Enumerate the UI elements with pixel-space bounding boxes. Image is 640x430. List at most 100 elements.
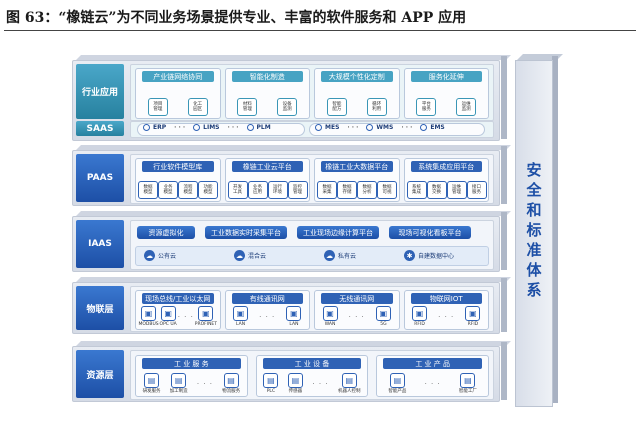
saas-item-icon bbox=[143, 124, 150, 131]
component-label: LAN bbox=[236, 322, 246, 327]
cloud-icon: ☁ bbox=[324, 250, 335, 261]
component-label: 接口 服务 bbox=[472, 185, 481, 195]
layer-label-saas: SAAS bbox=[76, 121, 124, 136]
paas-panel: 行业软件模型库数据 模型业务 模型流程 模型功能 模型橡链工业云平台开发 工具业… bbox=[130, 154, 494, 204]
component-group: 橡链工业云平台开发 工具业务 应用运行 环境监控 管理 bbox=[224, 158, 310, 202]
component-label: 数据 可视 bbox=[382, 185, 392, 195]
component-item: 循环 利用 bbox=[366, 98, 387, 116]
component-label: RFID bbox=[467, 322, 479, 327]
layer-label-industry: 行业应用 bbox=[76, 64, 124, 119]
component-item: ▤PLC bbox=[263, 373, 279, 394]
component-item: ▣LAN bbox=[233, 306, 249, 327]
group-title: 橡链工业云平台 bbox=[231, 161, 303, 172]
component-icon: 循环 利用 bbox=[366, 98, 387, 116]
ellipsis-dots: · · · bbox=[348, 312, 365, 321]
component-label: 运维 监测 bbox=[461, 102, 471, 112]
component-label: 智能产品 bbox=[388, 389, 407, 394]
component-icon: 监控 管理 bbox=[287, 181, 308, 199]
component-icon: 数据 采集 bbox=[317, 181, 337, 199]
component-label: 监控 管理 bbox=[293, 185, 302, 195]
component-group: 系统集成应用平台系统 集成数据 交换运维 管理接口 服务 bbox=[403, 158, 489, 202]
component-item: 智能 配方 bbox=[326, 98, 347, 116]
ellipsis-dots: · · · bbox=[312, 379, 329, 388]
component-label: 业务 应用 bbox=[253, 185, 262, 195]
component-item: 数据 存储 bbox=[337, 181, 357, 199]
saas-item-icon bbox=[366, 124, 374, 131]
component-label: 智能工厂 bbox=[458, 389, 477, 394]
component-item: 流程 模型 bbox=[178, 181, 198, 199]
group-title: 服务化延伸 bbox=[410, 71, 482, 82]
group-title: 大规模个性化定制 bbox=[321, 71, 393, 82]
ellipsis-dots: · · · bbox=[196, 379, 213, 388]
group-title: 工 业 服 务 bbox=[142, 358, 241, 369]
iaas-dashboard-platform: 现场可视化看板平台 bbox=[389, 226, 471, 239]
component-icon: 数据 模型 bbox=[138, 181, 158, 199]
component-item: 开发 工具 bbox=[227, 181, 248, 199]
component-item: 数据 模型 bbox=[138, 181, 158, 199]
ellipsis-dots: · · · bbox=[401, 124, 413, 131]
cloud-icon: ☁ bbox=[234, 250, 245, 261]
saas-item-label: LIMS bbox=[203, 124, 220, 131]
component-icon: 系统 集成 bbox=[406, 181, 427, 199]
component-group: 橡链工业大数据平台数据 采集数据 存储数据 分析数据 可视 bbox=[314, 158, 400, 202]
component-item: 设备 监测 bbox=[277, 98, 298, 116]
component-label: 设备 监测 bbox=[282, 102, 292, 112]
component-label: 运维 管理 bbox=[452, 185, 461, 195]
security-column bbox=[515, 60, 553, 407]
component-label: 研发服务 bbox=[142, 389, 161, 394]
layer-iot: 物联层 现场总线/工业以太网▣MODBUS▣OPC UA· · ·▣PROFIN… bbox=[72, 277, 511, 334]
industry-panel: 产业链网络协同项目 管理化工 园区智能化制造材料 管理设备 监测大规模个性化定制… bbox=[130, 64, 494, 121]
saas-item-label: MES bbox=[325, 124, 340, 131]
component-group: 服务化延伸平台 服务运维 监测 bbox=[403, 68, 489, 119]
component-item: ▤加工制造 bbox=[170, 373, 188, 394]
component-icon: ▤ bbox=[287, 373, 303, 388]
component-label: 数据 存储 bbox=[342, 185, 352, 195]
component-label: 加工制造 bbox=[169, 389, 188, 394]
group-items: ▣RFID · · · ▣RFID bbox=[407, 306, 487, 327]
component-item: ▣5G bbox=[375, 306, 391, 327]
component-icon: 化工 园区 bbox=[187, 98, 208, 116]
component-item: ▣LAN bbox=[286, 306, 302, 327]
group-items: 开发 工具业务 应用运行 环境监控 管理 bbox=[227, 181, 308, 199]
group-title: 行业软件模型库 bbox=[142, 161, 214, 172]
component-icon: ▤ bbox=[341, 373, 357, 388]
component-group: 无线通讯网▣WAN· · ·▣5G bbox=[314, 290, 400, 330]
layer-iaas: IAAS 资源虚拟化 工业数据实时采集平台 工业现场边缘计算平台 现场可视化看板… bbox=[72, 211, 511, 272]
group-items: ▤智能产品· · ·▤智能工厂 bbox=[379, 373, 486, 394]
component-item: ▣RFID bbox=[465, 306, 481, 327]
group-title: 物联网IOT bbox=[410, 293, 482, 304]
component-group: 物联网IOT ▣RFID · · · ▣RFID bbox=[403, 290, 489, 330]
ellipsis-dots: · · · bbox=[438, 312, 455, 321]
component-item: ▣RFID bbox=[412, 306, 428, 327]
group-items: 平台 服务运维 监测 bbox=[407, 98, 487, 116]
group-items: 项目 管理化工 园区 bbox=[138, 98, 218, 116]
saas-item: EMS bbox=[420, 124, 445, 131]
component-label: 化工 园区 bbox=[193, 102, 203, 112]
component-icon: 数据 可视 bbox=[377, 181, 397, 199]
component-label: 系统 集成 bbox=[412, 185, 421, 195]
component-label: 数据 分析 bbox=[362, 185, 372, 195]
saas-item: PLM bbox=[246, 124, 271, 131]
component-label: 5G bbox=[380, 322, 387, 327]
component-item: ▣WAN bbox=[322, 306, 338, 327]
datacenter-icon: ✱ bbox=[404, 250, 415, 261]
component-label: 功能 模型 bbox=[203, 185, 213, 195]
group-title: 有线通讯网 bbox=[231, 293, 303, 304]
component-group: 有线通讯网▣LAN· · ·▣LAN bbox=[224, 290, 310, 330]
cloud-datacenter: ✱自建数据中心 bbox=[404, 250, 454, 261]
component-item: ▤机器人控制 bbox=[338, 373, 361, 394]
component-icon: ▣ bbox=[198, 306, 214, 321]
component-group: 行业软件模型库数据 模型业务 模型流程 模型功能 模型 bbox=[135, 158, 221, 202]
saas-item-icon bbox=[246, 124, 254, 131]
group-title: 智能化制造 bbox=[231, 71, 303, 82]
component-group: 工 业 服 务▤研发服务▤加工制造· · ·▤物流服务 bbox=[135, 355, 248, 397]
component-label: 数据 模型 bbox=[143, 185, 153, 195]
component-icon: 功能 模型 bbox=[198, 181, 218, 199]
component-label: MODBUS bbox=[138, 322, 159, 327]
component-icon: ▣ bbox=[322, 306, 338, 321]
cloud-bar: ☁公有云 ☁混合云 ☁私有云 ✱自建数据中心 bbox=[135, 246, 489, 266]
saas-item-label: WMS bbox=[376, 124, 394, 131]
saas-pill bbox=[309, 123, 485, 136]
component-item: 数据 交换 bbox=[426, 181, 447, 199]
